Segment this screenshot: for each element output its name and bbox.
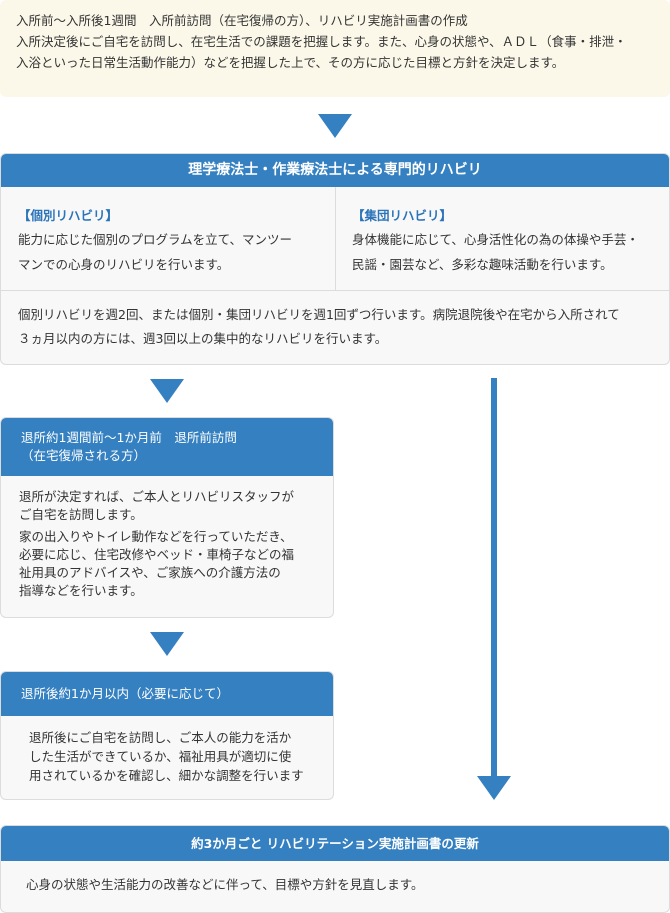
- plan-update-header: 約3か月ごと リハビリテーション実施計画書の更新: [1, 826, 669, 861]
- post-discharge-line-3: 用されているかを確認し、細かな調整を行います: [29, 768, 304, 783]
- row-divider: [1, 290, 669, 291]
- intro-title: 入所前〜入所後1週間 入所前訪問（在宅復帰の方）、リハビリ実施計画書の作成: [16, 13, 468, 28]
- individual-rehab: 【個別リハビリ】 能力に応じた個別のプログラムを立て、マンツー マンでの心身のリ…: [1, 187, 335, 277]
- pre-discharge-p1-line-1: 退所が決定すれば、ご本人とリハビリスタッフが: [19, 489, 295, 504]
- group-rehab: 【集団リハビリ】 身体機能に応じて、心身活性化の為の体操や手芸・ 民謡・園芸など…: [336, 187, 669, 277]
- pre-discharge-body: 退所が決定すれば、ご本人とリハビリスタッフが ご自宅を訪問します。 家の出入りや…: [1, 476, 333, 600]
- pre-discharge-header: 退所約1週間前〜1か月前 退所前訪問 （在宅復帰される方）: [1, 418, 333, 476]
- individual-rehab-title: 【個別リハビリ】: [18, 208, 119, 223]
- group-rehab-line-1: 身体機能に応じて、心身活性化の為の体操や手芸・: [352, 232, 639, 247]
- flow-arrow-icon-2: [150, 379, 184, 403]
- plan-update-body: 心身の状態や生活能力の改善などに伴って、目標や方針を見直します。: [1, 861, 669, 895]
- individual-rehab-line-2: マンでの心身のリハビリを行います。: [18, 257, 230, 272]
- pre-discharge-card: 退所約1週間前〜1か月前 退所前訪問 （在宅復帰される方） 退所が決定すれば、ご…: [0, 417, 334, 618]
- intro-line-1: 入所決定後にご自宅を訪問し、在宅生活での課題を把握します。また、心身の状態や、Ａ…: [16, 34, 627, 49]
- intro-section: 入所前〜入所後1週間 入所前訪問（在宅復帰の方）、リハビリ実施計画書の作成 入所…: [0, 0, 670, 97]
- post-discharge-line-2: した生活ができているか、福祉用具が適切に使: [29, 749, 292, 764]
- post-discharge-body: 退所後にご自宅を訪問し、ご本人の能力を活か した生活ができているか、福祉用具が適…: [1, 716, 333, 785]
- post-discharge-card: 退所後約1か月以内（必要に応じて） 退所後にご自宅を訪問し、ご本人の能力を活か …: [0, 671, 334, 800]
- group-rehab-line-2: 民謡・園芸など、多彩な趣味活動を行います。: [352, 257, 613, 272]
- pre-discharge-p1-line-2: ご自宅を訪問します。: [19, 507, 143, 522]
- post-discharge-header: 退所後約1か月以内（必要に応じて）: [1, 672, 333, 716]
- pre-discharge-p2-line-1: 家の出入りやトイレ動作などを行っていただき、: [19, 529, 293, 544]
- rehab-header: 理学療法士・作業療法士による専門的リハビリ: [1, 154, 669, 187]
- long-flow-arrow-icon: [477, 776, 511, 800]
- intro-line-2: 入浴といった日常生活動作能力）などを把握した上で、その方に応じた目標と方針を決定…: [16, 55, 565, 70]
- individual-rehab-line-1: 能力に応じた個別のプログラムを立て、マンツー: [18, 232, 293, 247]
- pre-discharge-p2-line-3: 祉用具のアドバイスや、ご家族への介護方法の: [19, 565, 281, 580]
- plan-update-card: 約3か月ごと リハビリテーション実施計画書の更新 心身の状態や生活能力の改善など…: [0, 825, 670, 913]
- column-divider: [335, 187, 336, 290]
- pre-discharge-header-line-2: （在宅復帰される方）: [21, 448, 147, 463]
- plan-update-text: 心身の状態や生活能力の改善などに伴って、目標や方針を見直します。: [26, 877, 424, 892]
- rehab-frequency-line-2: ３ヵ月以内の方には、週3回以上の集中的なリハビリを行います。: [18, 331, 388, 346]
- rehab-types: 【個別リハビリ】 能力に応じた個別のプログラムを立て、マンツー マンでの心身のリ…: [1, 187, 669, 290]
- flow-arrow-icon-1: [318, 114, 352, 138]
- rehab-frequency: 個別リハビリを週2回、または個別・集団リハビリを週1回ずつ行います。病院退院後や…: [1, 291, 669, 351]
- pre-discharge-header-line-1: 退所約1週間前〜1か月前 退所前訪問: [21, 430, 237, 445]
- long-flow-arrow-shaft: [491, 378, 497, 778]
- post-discharge-line-1: 退所後にご自宅を訪問し、ご本人の能力を活か: [29, 730, 292, 745]
- flow-arrow-icon-3: [150, 632, 184, 656]
- rehab-frequency-line-1: 個別リハビリを週2回、または個別・集団リハビリを週1回ずつ行います。病院退院後や…: [18, 307, 620, 322]
- pre-discharge-p2-line-4: 指導などを行います。: [19, 583, 143, 598]
- group-rehab-title: 【集団リハビリ】: [352, 208, 453, 223]
- pre-discharge-p2-line-2: 必要に応じ、住宅改修やベッド・車椅子などの福: [19, 547, 295, 562]
- rehab-card: 理学療法士・作業療法士による専門的リハビリ 【個別リハビリ】 能力に応じた個別の…: [0, 153, 670, 365]
